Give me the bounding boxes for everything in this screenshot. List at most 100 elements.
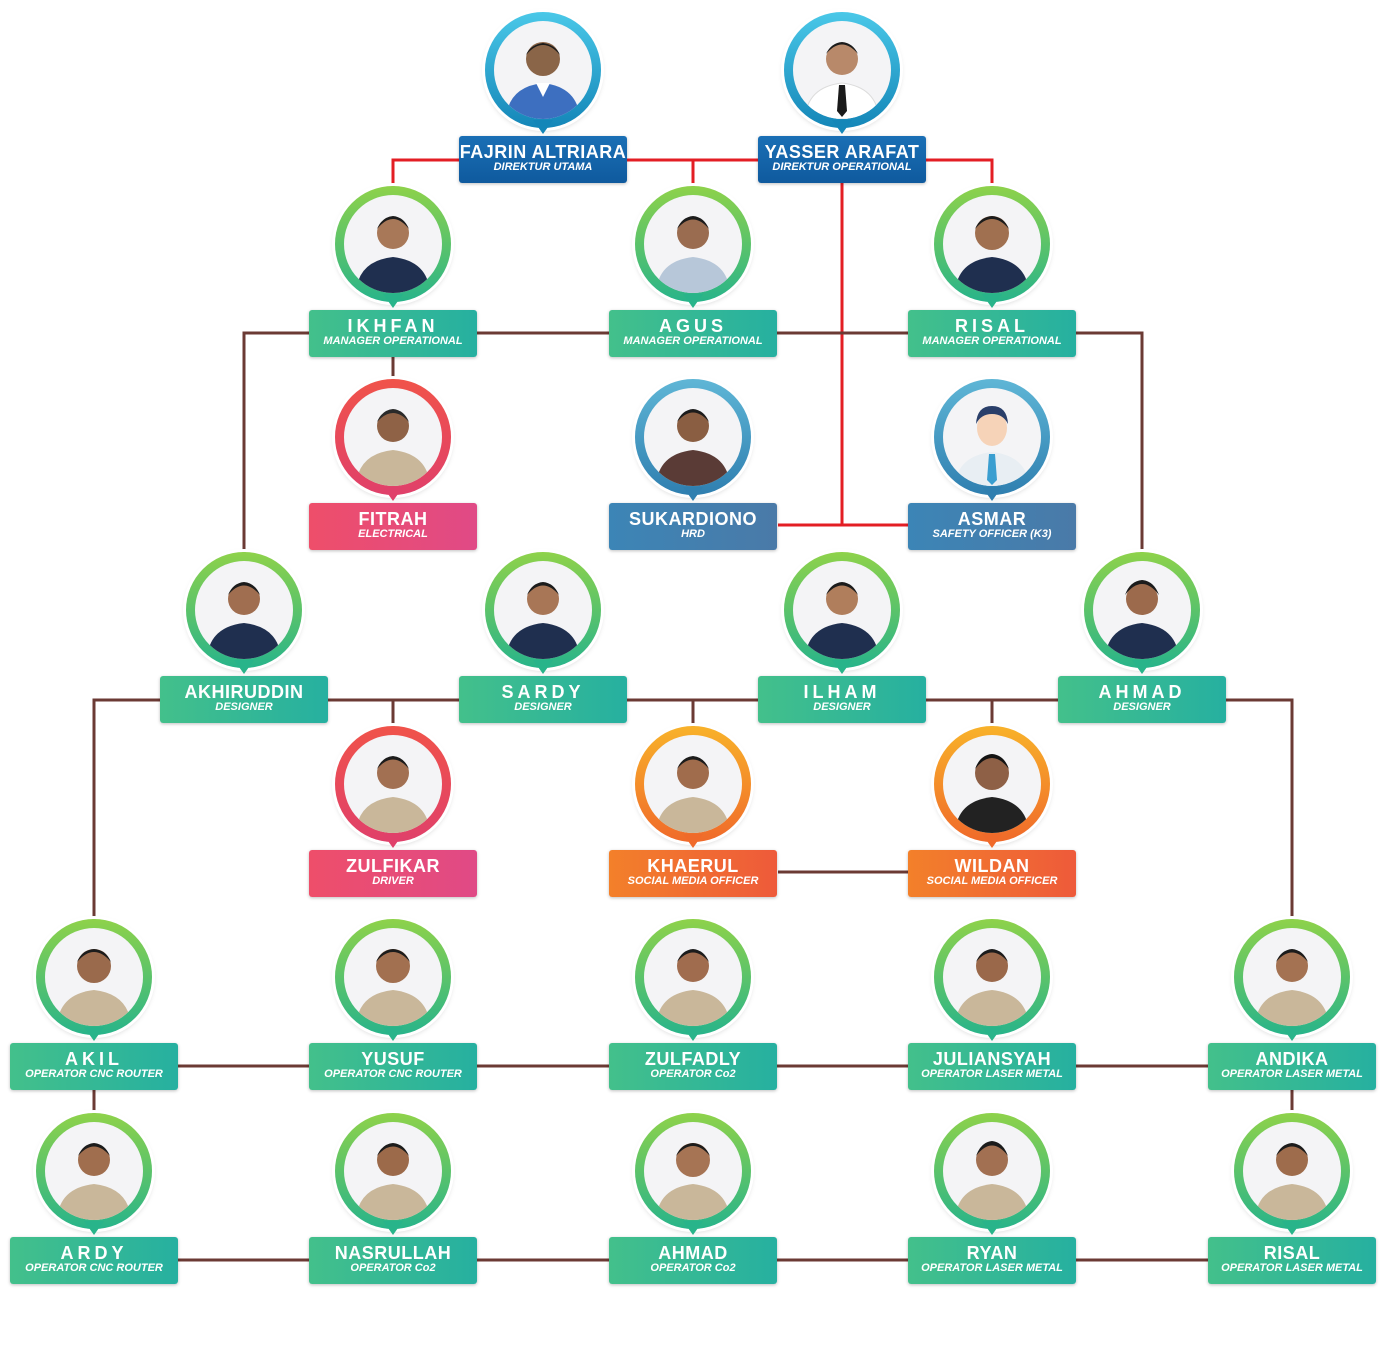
org-node-sardy: SARDY DESIGNER — [459, 552, 627, 802]
person-photo-icon — [45, 928, 143, 1026]
person-role: DESIGNER — [215, 701, 273, 713]
name-plate: ARDY OPERATOR CNC ROUTER — [10, 1237, 178, 1284]
name-plate: RISAL OPERATOR LASER METAL — [1208, 1237, 1376, 1284]
name-plate: AKHIRUDDIN DESIGNER — [160, 676, 328, 723]
person-role: DRIVER — [372, 875, 414, 887]
name-plate: YASSER ARAFAT DIREKTUR OPERATIONAL — [758, 136, 926, 183]
person-name: YUSUF — [361, 1049, 425, 1069]
avatar-ring — [934, 186, 1050, 308]
person-name: NASRULLAH — [334, 1243, 452, 1263]
name-plate: ANDIKA OPERATOR LASER METAL — [1208, 1043, 1376, 1090]
person-name: SARDY — [501, 682, 585, 702]
person-avatar-placeholder-icon — [943, 388, 1041, 486]
person-photo-icon — [943, 195, 1041, 293]
org-node-khaerul: KHAERUL SOCIAL MEDIA OFFICER — [609, 726, 777, 976]
avatar-ring — [485, 12, 601, 134]
avatar-ring — [635, 186, 751, 308]
person-photo-icon — [644, 195, 742, 293]
name-plate: ZULFADLY OPERATOR Co2 — [609, 1043, 777, 1090]
person-name: AHMAD — [1098, 682, 1186, 702]
person-name: ANDIKA — [1255, 1049, 1329, 1069]
person-role: OPERATOR LASER METAL — [1221, 1262, 1363, 1274]
avatar-ring — [934, 919, 1050, 1041]
person-name: FITRAH — [358, 509, 428, 529]
person-photo-icon — [644, 1122, 742, 1220]
avatar-ring — [635, 919, 751, 1041]
person-role: SAFETY OFFICER (K3) — [932, 528, 1052, 540]
org-node-ilham: ILHAM DESIGNER — [758, 552, 926, 802]
org-node-sukardiono: SUKARDIONO HRD — [609, 379, 777, 629]
person-role: OPERATOR LASER METAL — [921, 1262, 1063, 1274]
person-photo-icon — [344, 195, 442, 293]
org-node-yusuf: YUSUF OPERATOR CNC ROUTER — [309, 919, 477, 1169]
avatar-ring — [335, 379, 451, 501]
person-role: OPERATOR Co2 — [350, 1262, 436, 1274]
person-name: RYAN — [966, 1243, 1018, 1263]
name-plate: ILHAM DESIGNER — [758, 676, 926, 723]
avatar-ring — [1234, 919, 1350, 1041]
person-name: ARDY — [60, 1243, 128, 1263]
person-name: ZULFIKAR — [346, 856, 440, 876]
person-photo-icon — [943, 1122, 1041, 1220]
person-role: OPERATOR LASER METAL — [921, 1068, 1063, 1080]
org-node-fajrin: FAJRIN ALTRIARA DIREKTUR UTAMA — [459, 12, 627, 262]
person-role: OPERATOR CNC ROUTER — [25, 1262, 163, 1274]
person-photo-icon — [1093, 561, 1191, 659]
person-role: ELECTRICAL — [358, 528, 428, 540]
avatar-ring — [934, 1113, 1050, 1235]
person-name: ASMAR — [957, 509, 1027, 529]
name-plate: NASRULLAH OPERATOR Co2 — [309, 1237, 477, 1284]
avatar-ring — [36, 919, 152, 1041]
person-photo-icon — [344, 928, 442, 1026]
avatar-ring — [934, 379, 1050, 501]
name-plate: RYAN OPERATOR LASER METAL — [908, 1237, 1076, 1284]
avatar-ring — [635, 726, 751, 848]
org-node-zulfikar: ZULFIKAR DRIVER — [309, 726, 477, 976]
org-node-asmar: ASMAR SAFETY OFFICER (K3) — [908, 379, 1076, 629]
person-role: SOCIAL MEDIA OFFICER — [627, 875, 759, 887]
name-plate: AHMAD OPERATOR Co2 — [609, 1237, 777, 1284]
name-plate: FITRAH ELECTRICAL — [309, 503, 477, 550]
person-name: AGUS — [658, 316, 727, 336]
org-node-ardy: ARDY OPERATOR CNC ROUTER — [10, 1113, 178, 1363]
avatar-ring — [934, 726, 1050, 848]
org-node-wildan: WILDAN SOCIAL MEDIA OFFICER — [908, 726, 1076, 976]
avatar-ring — [485, 552, 601, 674]
org-node-fitrah: FITRAH ELECTRICAL — [309, 379, 477, 629]
person-name: RISAL — [955, 316, 1029, 336]
org-node-yasser: YASSER ARAFAT DIREKTUR OPERATIONAL — [758, 12, 926, 262]
person-role: OPERATOR CNC ROUTER — [25, 1068, 163, 1080]
avatar-ring — [635, 1113, 751, 1235]
name-plate: RISAL MANAGER OPERATIONAL — [908, 310, 1076, 357]
avatar-ring — [335, 186, 451, 308]
name-plate: IKHFAN MANAGER OPERATIONAL — [309, 310, 477, 357]
name-plate: YUSUF OPERATOR CNC ROUTER — [309, 1043, 477, 1090]
person-role: HRD — [681, 528, 705, 540]
person-name: KHAERUL — [647, 856, 739, 876]
person-photo-icon — [644, 735, 742, 833]
org-node-akhiruddin: AKHIRUDDIN DESIGNER — [160, 552, 328, 802]
org-node-akil: AKIL OPERATOR CNC ROUTER — [10, 919, 178, 1169]
person-photo-icon — [644, 388, 742, 486]
name-plate: SARDY DESIGNER — [459, 676, 627, 723]
person-role: DIREKTUR UTAMA — [493, 161, 593, 173]
avatar-ring — [1084, 552, 1200, 674]
person-role: SOCIAL MEDIA OFFICER — [926, 875, 1058, 887]
avatar-ring — [335, 1113, 451, 1235]
org-node-nasrullah: NASRULLAH OPERATOR Co2 — [309, 1113, 477, 1363]
name-plate: AKIL OPERATOR CNC ROUTER — [10, 1043, 178, 1090]
name-plate: WILDAN SOCIAL MEDIA OFFICER — [908, 850, 1076, 897]
person-photo-icon — [45, 1122, 143, 1220]
person-role: OPERATOR CNC ROUTER — [324, 1068, 462, 1080]
person-photo-icon — [943, 928, 1041, 1026]
name-plate: KHAERUL SOCIAL MEDIA OFFICER — [609, 850, 777, 897]
name-plate: AGUS MANAGER OPERATIONAL — [609, 310, 777, 357]
person-name: YASSER ARAFAT — [764, 142, 920, 162]
person-name: IKHFAN — [347, 316, 439, 336]
person-name: WILDAN — [954, 856, 1030, 876]
person-role: DIREKTUR OPERATIONAL — [772, 161, 912, 173]
person-role: DESIGNER — [514, 701, 572, 713]
avatar-ring — [635, 379, 751, 501]
person-name: JULIANSYAH — [932, 1049, 1052, 1069]
org-node-risal-manager: RISAL MANAGER OPERATIONAL — [908, 186, 1076, 436]
